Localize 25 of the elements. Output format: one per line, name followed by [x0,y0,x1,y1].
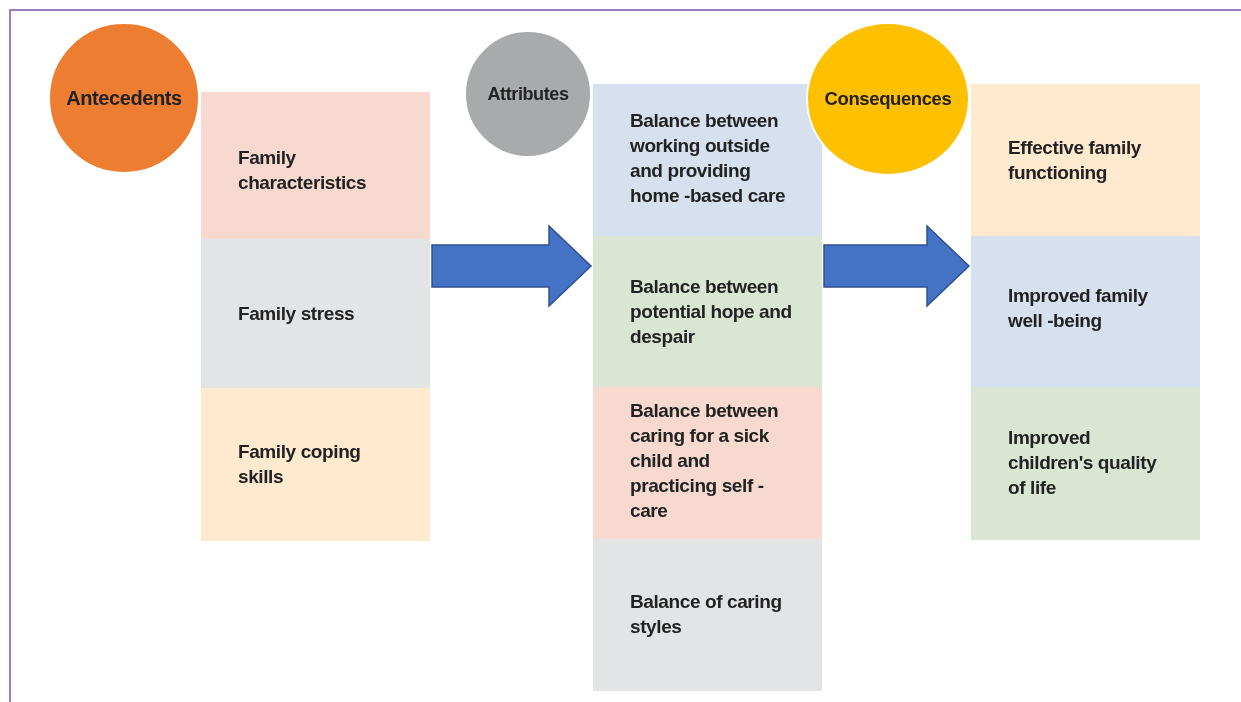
box-text: Family characteristics [238,146,368,195]
heading-text: Consequences [824,88,952,110]
text-box [971,84,1200,236]
heading-text: Antecedents [66,86,182,110]
box-text: Balance of caring styles [630,590,783,639]
heading-text: Attributes [487,83,569,105]
text-box [593,387,822,539]
box-text: Family coping skills [238,440,362,489]
box-text: Improved children's quality of life [1008,426,1158,500]
text-box [593,84,822,236]
box-text: Balance between caring for a sick child and practicing self - care [630,399,780,523]
text-box [593,236,822,387]
text-box [201,388,430,541]
text-box [971,387,1200,540]
box-text: Balance between working outside and providing home -based care [630,109,787,208]
block-arrow [431,224,593,308]
box-text: Family stress [238,302,356,326]
text-box [201,92,430,239]
box-text: Improved family well -being [1008,284,1149,333]
box-text: Effective family functioning [1008,136,1142,185]
block-arrow [823,224,971,308]
text-box [201,239,430,388]
text-box [593,539,822,691]
box-text: Balance between potential hope and despair [630,275,792,349]
text-box [971,236,1200,387]
